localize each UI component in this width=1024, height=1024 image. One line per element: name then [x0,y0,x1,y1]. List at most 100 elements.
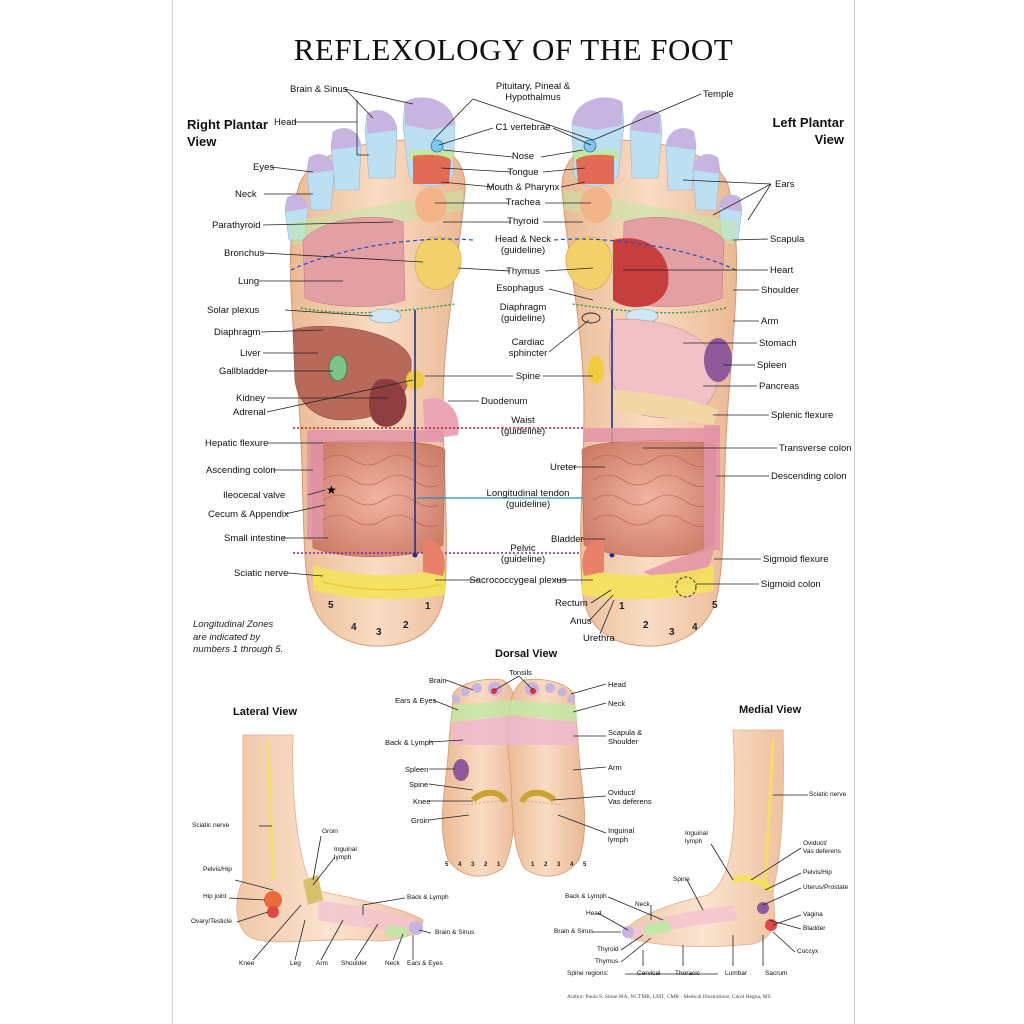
label-duodenum: Duodenum [481,396,528,407]
label-back-lymph-lateral: Back & Lymph [407,894,449,901]
dorsal-zone-numbers-left: 5 4 3 2 1 [445,862,505,868]
label-thymus: Thymus [506,266,540,277]
label-solar-plexus: Solar plexus [207,305,260,316]
label-spine-dorsal: Spine [409,780,429,789]
label-knee-dorsal: Knee [413,797,431,806]
zone-number-2-left: 2 [643,620,649,631]
label-ascending-colon: Ascending colon [206,465,276,476]
label-thymus-medial: Thymus [595,958,619,965]
label-sciatic-lateral: Sciatic nerve [192,822,230,829]
label-heart: Heart [770,265,794,276]
label-groin-lateral: Groin [322,828,338,835]
label-ears-eyes-dorsal: Ears & Eyes [395,696,437,705]
poster-title: REFLEXOLOGY OF THE FOOT [293,32,734,67]
label-head-right: Head [274,117,297,128]
label-thoracic: Thoracic [675,970,700,977]
label-inguinal-lateral: Inguinal lymph [334,846,357,861]
label-liver: Liver [240,348,261,359]
zones-note: Longitudinal Zones are indicated by numb… [193,619,284,655]
author-credit: Author: Paula S. Stone MA, NCTMB, LMT, C… [567,994,771,1000]
zone-number-5-right: 5 [328,600,334,611]
zone-number-3-left: 3 [669,627,675,638]
zone-number-4-right: 4 [351,622,357,633]
label-parathyroid: Parathyroid [212,220,261,231]
zone-number-1-left: 1 [619,601,625,612]
label-inguinal-medial: Inguinal lymph [685,830,708,845]
label-kidney: Kidney [236,393,266,404]
label-sacrum: Sacrum [765,970,788,977]
label-back-lymph-medial: Back & Lymph [565,893,607,900]
label-arm-lateral: Arm [316,960,328,967]
dorsal-view-title: Dorsal View [495,648,558,660]
label-pancreas: Pancreas [759,381,800,392]
label-coccyx: Coccyx [797,948,819,955]
label-pelvis-hip-medial: Pelvis/Hip [803,869,832,876]
label-head-medial: Head [586,910,602,917]
label-anus: Anus [570,616,592,627]
label-thyroid-medial: Thyroid [597,946,619,953]
label-ears-eyes-lateral: Ears & Eyes [407,960,443,967]
label-c1-vertebrae: C1 vertebrae [495,122,551,133]
label-spine-regions: Spine regions: [567,970,609,977]
label-urethra: Urethra [583,633,615,644]
label-spine-medial: Spine [673,876,690,883]
label-sciatic-nerve-plantar: Sciatic nerve [234,568,289,579]
label-longitudinal-tendon: Longitudinal tendon (guideline) [486,488,570,510]
label-tongue: Tongue [507,167,539,178]
label-brain-sinus-medial: Brain & Sinus [554,928,594,935]
label-pituitary: Pituitary, Pineal & Hypothalmus [495,81,571,103]
label-mouth-pharynx: Mouth & Pharynx [486,182,560,193]
reflexology-poster: ★ [172,0,855,1024]
label-sigmoid-flexure: Sigmoid flexure [763,554,829,565]
label-sigmoid-colon: Sigmoid colon [761,579,821,590]
label-sciatic-medial: Sciatic nerve [809,791,847,798]
label-arm-dorsal: Arm [608,763,622,772]
label-head-dorsal: Head [608,680,626,689]
lateral-view-foot [236,734,424,943]
label-tonsils: Tonsils [509,668,532,677]
label-groin-dorsal: Groin [411,816,430,825]
label-spine-plantar: Spine [515,371,541,382]
left-plantar-view-title: Left Plantar View [772,115,844,147]
label-brain-sinus: Brain & Sinus [290,84,348,95]
label-cecum-appendix: Cecum & Appendix [208,509,289,520]
label-leg: Leg [290,960,301,967]
label-gallbladder: Gallbladder [219,366,268,377]
zone-number-4-left: 4 [692,622,698,633]
label-small-intestine: Small intestine [224,533,286,544]
right-plantar-view-title: Right Plantar View [187,117,268,149]
left-plantar-foot [417,97,743,647]
dorsal-view-feet [441,678,586,877]
label-diaphragm-right: Diaphragm [214,327,261,338]
anatomy-illustration: ★ [228,88,808,975]
zone-number-2-right: 2 [403,620,409,631]
dorsal-zone-numbers-right: 1 2 3 4 5 [531,862,591,868]
right-plantar-foot: ★ [284,97,628,647]
label-descending-colon: Descending colon [771,471,847,482]
label-head-neck-guideline: Head & Neck (guideline) [495,234,551,256]
label-brain-dorsal: Brain [429,676,447,685]
label-hip-joint: Hip joint [203,893,227,900]
label-trachea: Trachea [505,197,541,208]
label-cardiac-sphincter: Cardiac sphincter [508,337,548,359]
label-ureter: Ureter [550,462,577,473]
label-shoulder-plantar: Shoulder [761,285,800,296]
label-neck-lateral: Neck [385,960,400,967]
label-brain-sinus-lateral: Brain & Sinus [435,929,475,936]
lateral-view-title: Lateral View [233,706,297,718]
label-neck-dorsal: Neck [608,699,626,708]
label-oviduct-medial: Oviduct/ Vas deferens [803,840,841,855]
label-esophagus: Esophagus [496,283,544,294]
label-scapula-shoulder: Scapula & Shoulder [608,728,643,746]
label-oviduct-dorsal: Oviduct/ Vas deferens [608,788,652,806]
label-uterus-prostate: Uterus/Prostate [803,884,849,891]
leader-lines [228,88,808,975]
label-transverse-colon: Transverse colon [779,443,852,454]
zone-number-1-right: 1 [425,601,431,612]
label-bronchus: Bronchus [224,248,265,259]
label-waist-guideline: Waist (guideline) [500,415,546,437]
svg-text:★: ★ [326,483,337,497]
label-diaphragm-guideline: Diaphragm (guideline) [499,302,547,324]
label-cervical: Cervical [637,970,661,977]
label-vagina: Vagina [803,911,823,918]
